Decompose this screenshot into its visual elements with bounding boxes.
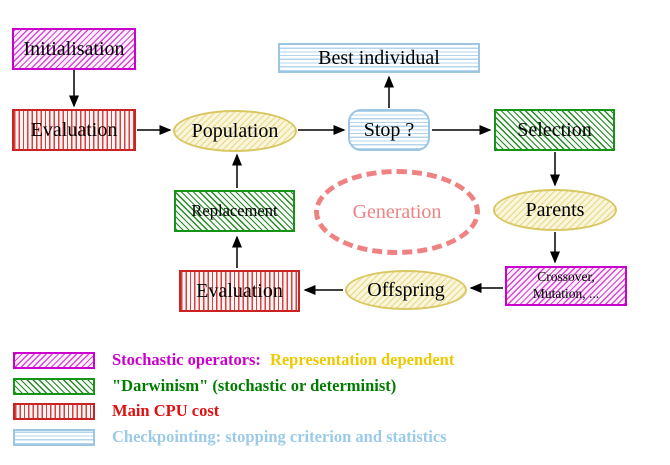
legend-text-cpu-cost: Main CPU cost [112, 401, 220, 420]
crossover-line-1: Crossover, [537, 269, 595, 285]
legend-item-checkpointing: Checkpointing: stopping criterion and st… [112, 427, 447, 447]
node-offspring: Offspring [345, 270, 467, 310]
red-stripes-swatch [13, 403, 95, 420]
node-evaluation: Evaluation [12, 109, 136, 151]
legend-text-representation: Representation dependent [269, 350, 455, 369]
node-crossover-mutation: Crossover, Mutation, ... [505, 266, 627, 306]
legend-item-cpu-cost: Main CPU cost [112, 401, 219, 421]
crossover-line-2: Mutation, ... [532, 286, 600, 301]
cyan-lines-swatch [13, 429, 95, 446]
node-replacement: Replacement [174, 190, 295, 232]
legend-text-stochastic: Stochastic operators: [112, 350, 261, 369]
magenta-hatch-swatch [13, 352, 95, 369]
legend-item-stochastic-operators: Stochastic operators: Representation depe… [112, 350, 454, 370]
node-best-individual: Best individual [278, 43, 480, 73]
node-stop: Stop ? [348, 109, 430, 151]
legend-text-darwinism: "Darwinism" (stochastic or determinist) [112, 376, 397, 395]
node-generation: Generation [314, 169, 480, 255]
node-evaluation-2: Evaluation [179, 270, 300, 312]
green-hatch-swatch [13, 378, 95, 395]
node-population: Population [173, 110, 297, 152]
node-initialisation: Initialisation [12, 28, 136, 70]
legend-item-darwinism: "Darwinism" (stochastic or determinist) [112, 376, 396, 396]
node-parents: Parents [493, 189, 617, 231]
node-selection: Selection [494, 109, 615, 151]
legend-text-checkpointing: Checkpointing: stopping criterion and st… [112, 427, 447, 446]
